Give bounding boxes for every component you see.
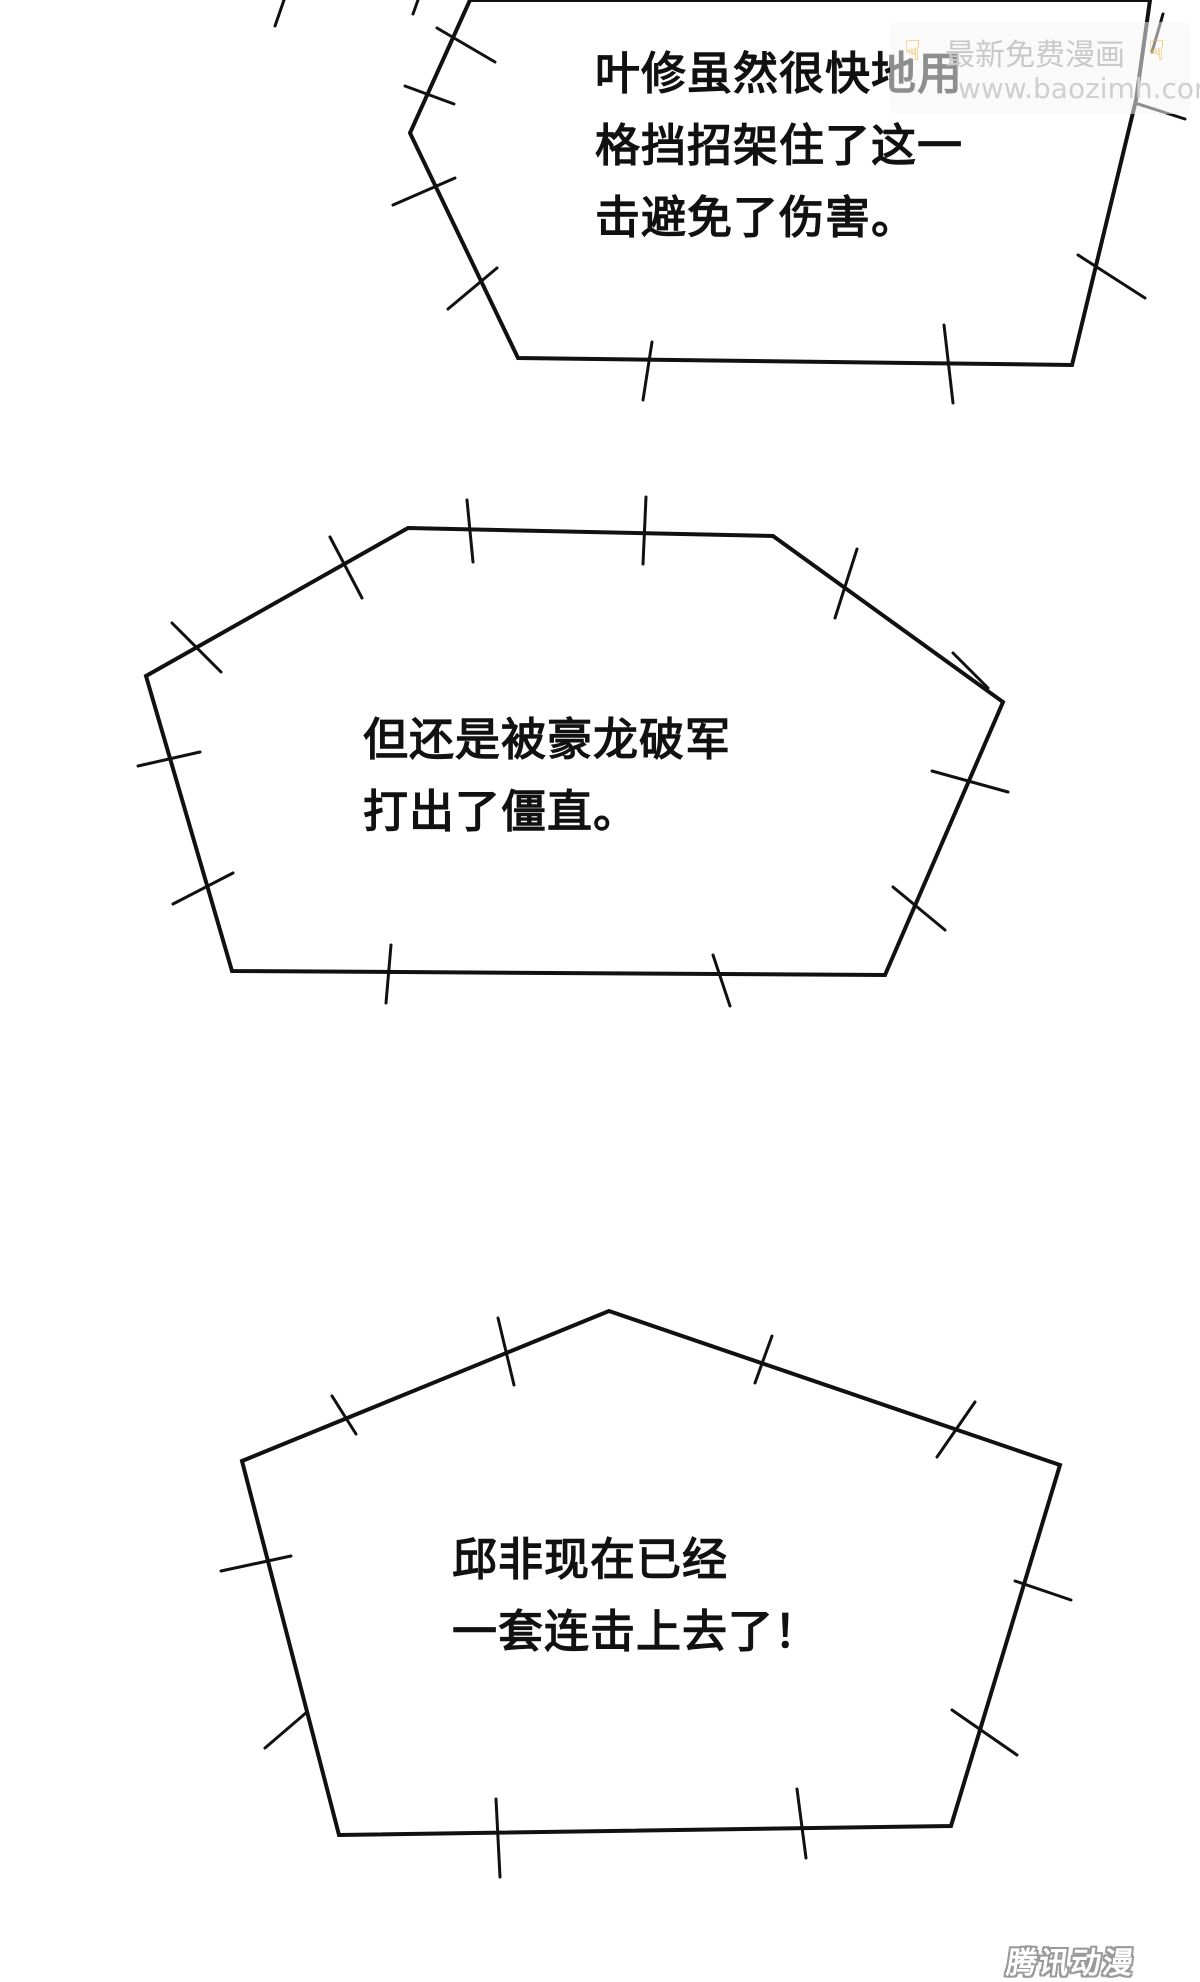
- speech-bubble-3-outline: [239, 1308, 1063, 1838]
- speech-bubble-2-text: 但还是被豪龙破军 打出了僵直。: [363, 704, 731, 848]
- bubble-3-line-2: 一套连击上去了！: [452, 1605, 821, 1658]
- bubble-3-line-1: 邱非现在已经: [452, 1533, 729, 1586]
- speech-bubble-3: [219, 1308, 1073, 1879]
- bubble-2-line-1: 但还是被豪龙破军: [363, 713, 732, 766]
- pointing-hand-icon: ☟: [904, 34, 922, 67]
- speech-bubble-2-ticks: [136, 495, 1010, 1008]
- watermark-slogan: 最新免费漫画: [945, 38, 1125, 73]
- top-stray-marks: [273, 0, 420, 28]
- speech-bubble-3-text: 邱非现在已经 一套连击上去了！: [452, 1524, 820, 1668]
- bubble-1-line-3: 击避免了伤害。: [595, 191, 918, 244]
- watermark-url: www.baozimh.com: [958, 72, 1200, 105]
- speech-bubble-2-outline: [143, 525, 1006, 978]
- speech-bubble-2: [136, 495, 1010, 1008]
- bubble-1-line-2: 格挡招架住了这一: [595, 119, 964, 172]
- pointing-hand-icon: ☟: [1148, 34, 1166, 67]
- site-watermark: ☟ 最新免费漫画 ☟ www.baozimh.com: [890, 22, 1200, 114]
- speech-bubble-3-ticks: [219, 1316, 1073, 1879]
- bubble-2-line-2: 打出了僵直。: [363, 785, 640, 838]
- publisher-logo: 腾讯动漫: [1004, 1946, 1138, 1981]
